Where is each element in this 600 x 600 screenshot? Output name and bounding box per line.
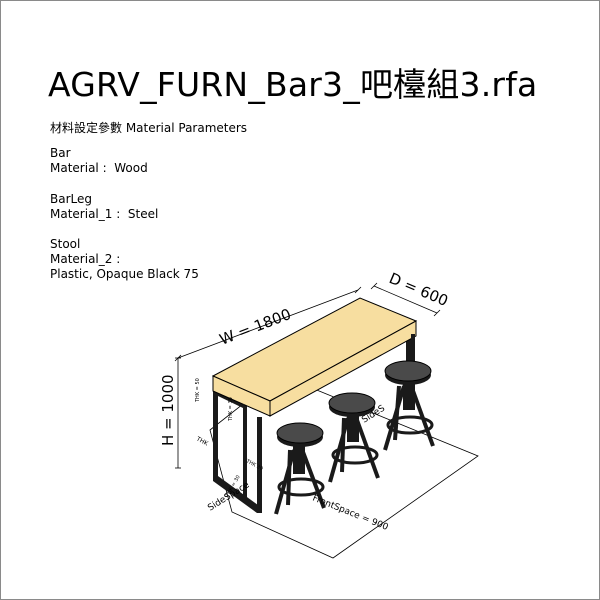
stool-1 [383, 360, 435, 451]
stool-2 [328, 392, 380, 483]
material-name: Stool [50, 237, 81, 251]
material-value: Steel [127, 207, 159, 221]
stool-3 [274, 422, 326, 515]
depth-dimension-label: D = 600 [386, 269, 450, 310]
material-param: Material_2 : [50, 252, 121, 266]
material-value: Wood [114, 161, 148, 175]
material-param: Material_1 : [50, 207, 121, 221]
thickness-label-3: THK [194, 435, 210, 448]
material-param: Material : [50, 161, 107, 175]
material-param-line: Material_1 : Steel [50, 207, 158, 222]
bar-leg-right [411, 334, 415, 374]
bar-top [211, 297, 418, 417]
page-title: AGRV_FURN_Bar3_吧檯組3.rfa [48, 65, 538, 104]
thickness-label-1: THK = 50 [195, 378, 201, 403]
material-group-stool: Stool Material_2 : Plastic, Opaque Black… [50, 237, 199, 282]
material-heading: 材料設定參數 Material Parameters [50, 121, 248, 135]
bar-leg-back [406, 335, 411, 369]
material-group-barleg: BarLeg Material_1 : Steel [50, 192, 158, 222]
material-group-bar: Bar Material : Wood [50, 146, 148, 176]
material-value: Plastic, Opaque Black 75 [50, 267, 199, 281]
thickness-label-2: THK = 30 [228, 397, 234, 422]
material-name: Bar [50, 146, 71, 160]
dimension-lines [174, 282, 441, 469]
material-name: BarLeg [50, 192, 92, 206]
height-dimension-label: H = 1000 [159, 374, 177, 446]
material-param-line: Material : Wood [50, 161, 148, 176]
